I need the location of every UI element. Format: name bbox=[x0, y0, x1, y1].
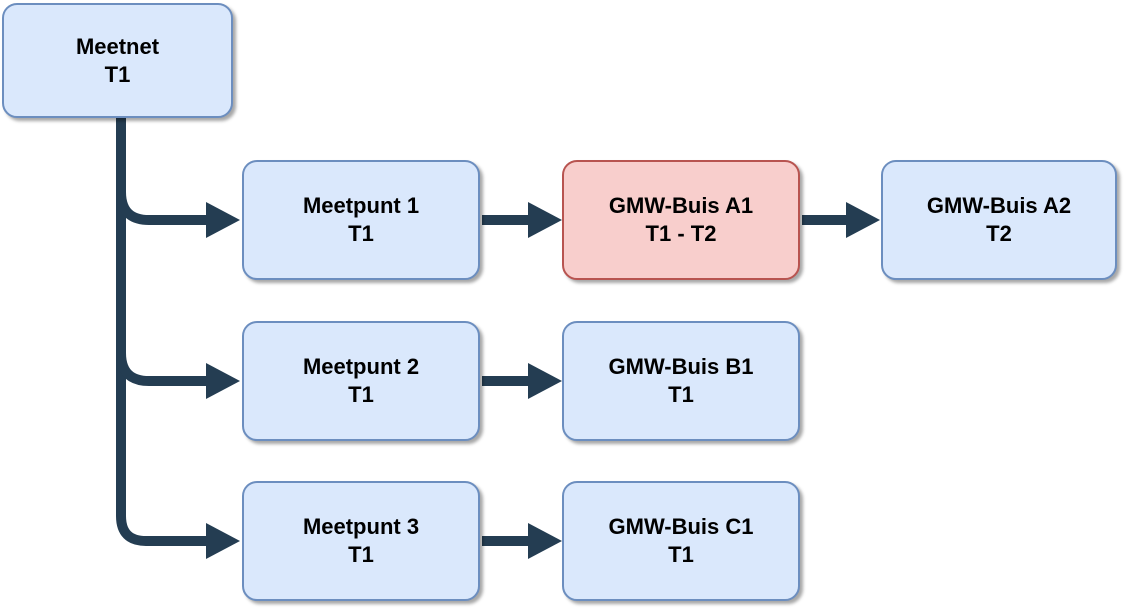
arrowhead-meetnet-meetpunt2 bbox=[206, 363, 240, 399]
node-meetpunt3-subtitle: T1 bbox=[348, 542, 374, 567]
node-gmw-buis-b1-title: GMW-Buis B1 bbox=[608, 354, 754, 379]
arrowhead-meetnet-meetpunt3 bbox=[206, 523, 240, 559]
node-gmw-buis-b1-subtitle: T1 bbox=[668, 382, 694, 407]
node-meetpunt1[interactable]: Meetpunt 1 T1 bbox=[242, 160, 480, 280]
arrowhead-meetpunt2-gmwb1 bbox=[528, 363, 562, 399]
node-gmw-buis-a1-subtitle: T1 - T2 bbox=[645, 221, 717, 246]
node-meetpunt2-subtitle: T1 bbox=[348, 382, 374, 407]
node-gmw-buis-c1-title: GMW-Buis C1 bbox=[608, 514, 754, 539]
connector-meetnet-meetpunt2 bbox=[116, 352, 207, 386]
node-meetpunt2-title: Meetpunt 2 bbox=[302, 354, 420, 379]
arrowhead-gmwa1-gmwa2 bbox=[846, 202, 880, 238]
node-meetnet-subtitle: T1 bbox=[104, 61, 131, 87]
node-meetnet-title: Meetnet bbox=[75, 33, 160, 59]
connector-meetnet-trunk bbox=[116, 116, 207, 546]
arrowhead-meetpunt1-gmwa1 bbox=[528, 202, 562, 238]
node-gmw-buis-a2[interactable]: GMW-Buis A2 T2 bbox=[881, 160, 1117, 280]
connector-meetnet-meetpunt1 bbox=[116, 191, 207, 225]
node-gmw-buis-b1[interactable]: GMW-Buis B1 T1 bbox=[562, 321, 800, 441]
node-meetnet[interactable]: Meetnet T1 bbox=[2, 3, 233, 118]
node-gmw-buis-a2-title: GMW-Buis A2 bbox=[926, 193, 1072, 218]
node-meetpunt3-title: Meetpunt 3 bbox=[302, 514, 420, 539]
node-meetpunt3[interactable]: Meetpunt 3 T1 bbox=[242, 481, 480, 601]
node-gmw-buis-a2-subtitle: T2 bbox=[986, 221, 1012, 246]
node-meetpunt1-subtitle: T1 bbox=[348, 221, 374, 246]
node-meetpunt1-title: Meetpunt 1 bbox=[302, 193, 420, 218]
arrowhead-meetpunt3-gmwc1 bbox=[528, 523, 562, 559]
node-gmw-buis-c1[interactable]: GMW-Buis C1 T1 bbox=[562, 481, 800, 601]
node-gmw-buis-a1[interactable]: GMW-Buis A1 T1 - T2 bbox=[562, 160, 800, 280]
node-meetpunt2[interactable]: Meetpunt 2 T1 bbox=[242, 321, 480, 441]
arrowhead-meetnet-meetpunt1 bbox=[206, 202, 240, 238]
node-gmw-buis-c1-subtitle: T1 bbox=[668, 542, 694, 567]
node-gmw-buis-a1-title: GMW-Buis A1 bbox=[608, 193, 754, 218]
